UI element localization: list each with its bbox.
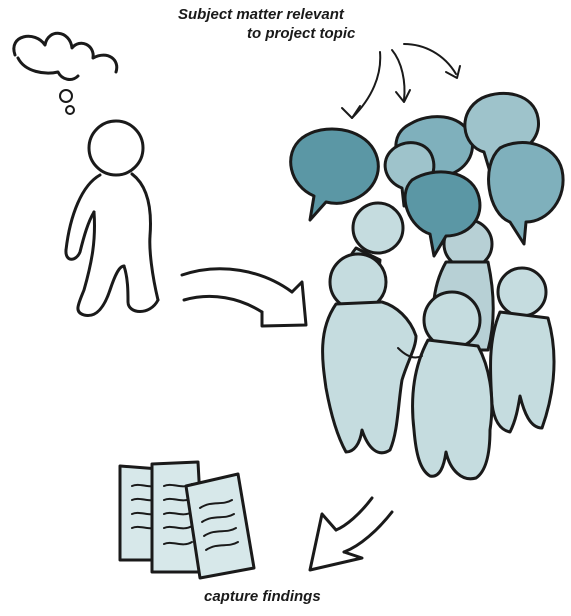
arrow-to-group — [180, 267, 308, 328]
group-person-3 — [488, 266, 556, 434]
speech-bubble-5 — [487, 141, 565, 246]
group-person-5 — [411, 290, 494, 481]
speech-bubble-3 — [289, 127, 380, 222]
walking-person — [64, 119, 160, 318]
subject-matter-label-line1: Subject matter relevant — [178, 6, 344, 23]
subject-matter-label-line2: to project topic — [247, 25, 356, 42]
group-person-4 — [321, 252, 418, 455]
thought-cloud — [12, 31, 119, 115]
paper-3 — [184, 472, 256, 580]
group-of-people — [321, 201, 556, 481]
speech-bubbles — [289, 91, 565, 258]
findings-papers — [118, 460, 256, 580]
arrow-to-findings — [308, 496, 394, 572]
label-pointer-arrows — [341, 43, 461, 119]
speech-bubble-6 — [403, 170, 482, 258]
capture-findings-label: capture findings — [204, 588, 321, 605]
